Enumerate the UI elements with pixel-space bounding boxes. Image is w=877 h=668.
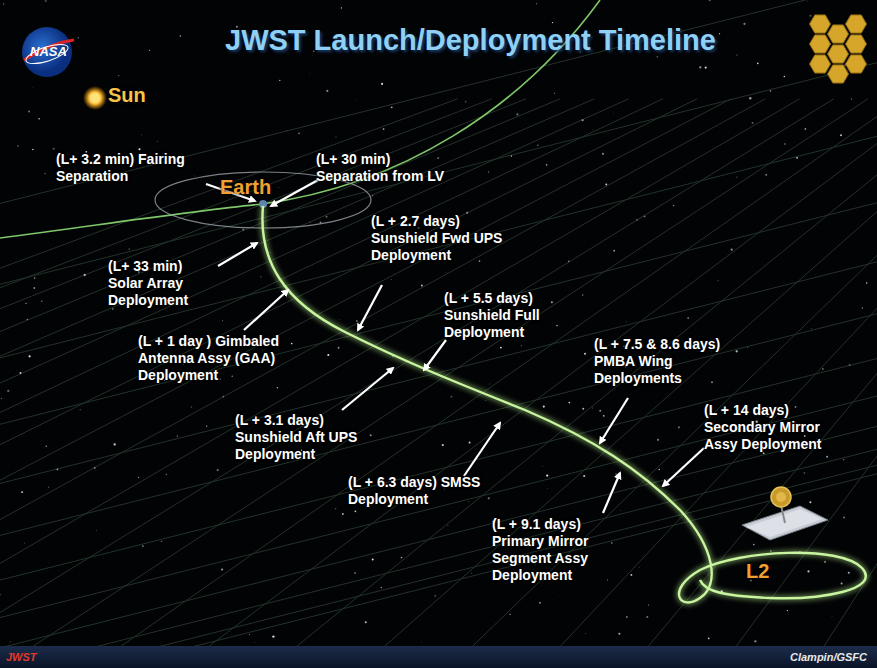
callout-label: (L + 9.1 days) Primary Mirror Segment As… [492,516,614,584]
place-label: L2 [746,560,769,583]
footer-text: Clampin/GSFC [790,651,867,663]
footer-text: JWST [6,651,37,663]
logo-text: NASA [30,44,67,59]
callout-label: (L+ 33 min) Solar Array Deployment [108,258,218,309]
callout-label: (L + 1 day ) Gimbaled Antenna Assy (GAA)… [138,333,324,384]
callout-label: (L+ 3.2 min) Fairing Separation [56,151,204,185]
callout-label: (L + 14 days) Secondary Mirror Assy Depl… [704,402,846,453]
callout-label: (L + 7.5 & 8.6 days) PMBA Wing Deploymen… [594,336,756,387]
diagram-title: JWST Launch/Deployment Timeline [225,24,716,57]
place-label: Sun [108,84,146,107]
callout-label: (L+ 30 min) Separation from LV [316,151,466,185]
callout-label: (L + 3.1 days) Sunshield Aft UPS Deploym… [235,412,367,463]
callout-label: (L + 2.7 days) Sunshield Fwd UPS Deploym… [371,213,517,264]
callout-label: (L + 6.3 days) SMSS Deployment [348,474,488,508]
callout-label: (L + 5.5 days) Sunshield Full Deployment [444,290,566,341]
place-label: Earth [220,176,271,199]
